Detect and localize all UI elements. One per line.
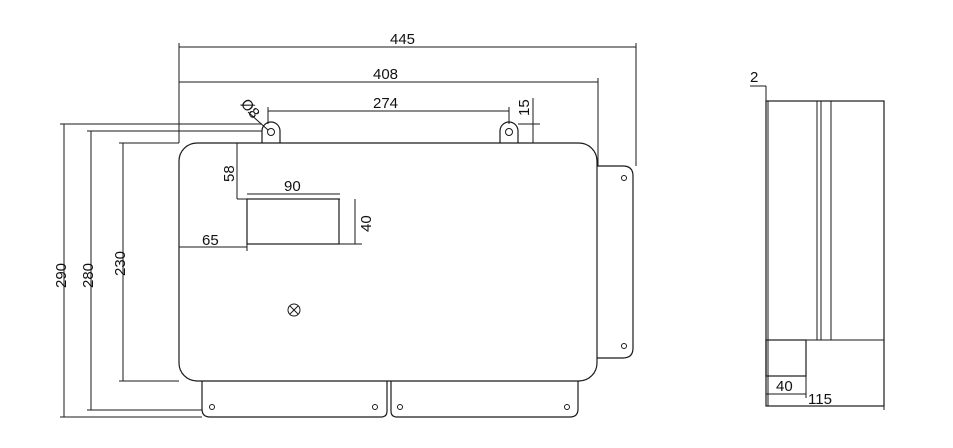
right-flange: [597, 165, 634, 359]
side-body: [765, 100, 885, 407]
bottom-right-flange-hole-1: [397, 404, 403, 410]
right-flange-hole-bottom: [621, 343, 627, 349]
dim-hole-height: 280: [80, 263, 97, 288]
dim-tab-height: 15: [516, 99, 533, 116]
side-view: 2 40 115: [750, 69, 885, 410]
bottom-left-flange: [201, 381, 388, 418]
dim-hole-diameter: Ø8: [237, 96, 263, 122]
top-left-tab: [261, 121, 281, 143]
dim-body-height: 230: [112, 251, 129, 276]
indicator-symbol: [287, 303, 301, 317]
dim-overall-height: 290: [53, 263, 70, 288]
dim-depth: 115: [808, 391, 832, 408]
top-left-hole: [267, 128, 275, 136]
bottom-right-flange-hole-2: [564, 404, 570, 410]
dim-overall-width: 445: [390, 31, 415, 48]
bottom-right-flange: [390, 381, 579, 418]
top-right-tab: [499, 121, 519, 143]
bottom-left-flange-hole-2: [372, 404, 378, 410]
enclosure-body: [178, 142, 598, 382]
dim-window-height: 40: [358, 215, 375, 232]
front-view: 445 408 274 Ø8 15 58 90 40 65: [53, 31, 637, 418]
top-right-hole: [505, 128, 513, 136]
right-flange-hole-top: [621, 175, 627, 181]
bottom-left-flange-hole-1: [209, 404, 215, 410]
dim-body-width: 408: [373, 66, 398, 83]
side-bottom-step: [765, 339, 807, 377]
dim-hole-spacing: 274: [373, 95, 398, 112]
dim-window-left-offset: 65: [202, 232, 219, 249]
window-cutout: [246, 198, 340, 245]
dim-window-top-offset: 58: [221, 165, 238, 182]
dim-flange-thickness: 2: [750, 69, 758, 86]
dim-window-width: 90: [284, 178, 301, 195]
dim-bottom-step-width: 40: [776, 378, 793, 395]
